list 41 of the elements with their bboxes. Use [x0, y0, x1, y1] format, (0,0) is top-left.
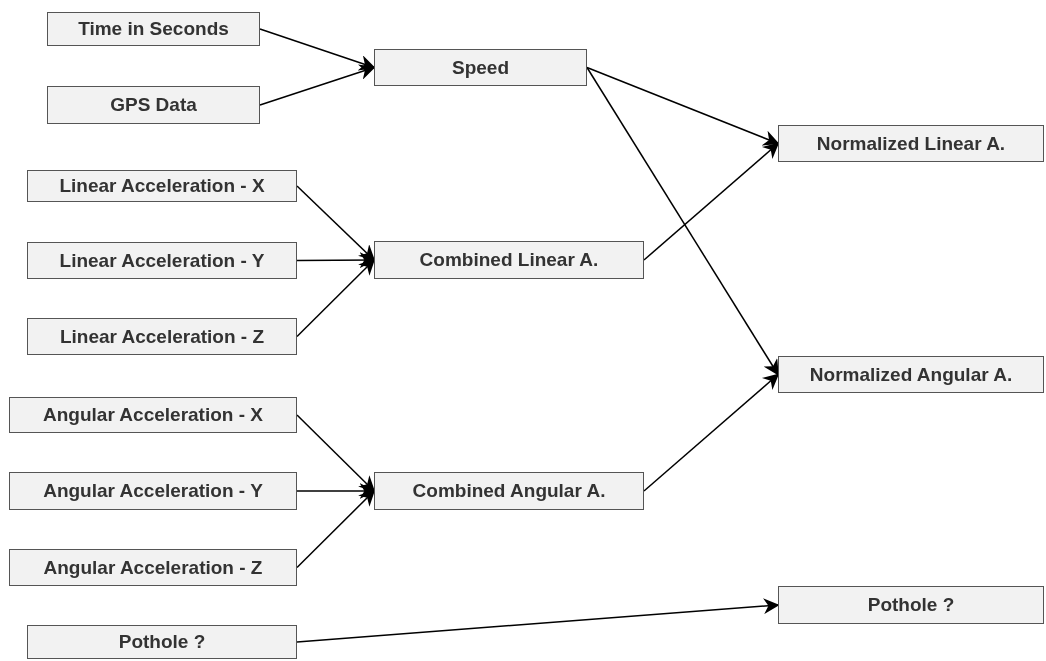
box-label: Linear Acceleration - Z — [59, 325, 265, 348]
arrow — [643, 373, 780, 492]
process-box — [47, 12, 260, 46]
process-box — [374, 49, 587, 86]
box-label: Linear Acceleration - Y — [59, 249, 265, 272]
process-box — [27, 170, 297, 202]
arrow — [296, 258, 376, 338]
process-box — [27, 318, 297, 355]
box-label: Pothole ? — [867, 594, 955, 616]
arrow — [296, 414, 376, 493]
process-box — [9, 397, 297, 433]
box-label: Pothole ? — [118, 631, 206, 653]
process-box — [9, 472, 297, 510]
arrow — [296, 489, 376, 569]
arrow — [296, 598, 780, 643]
arrow — [296, 185, 376, 262]
process-box — [778, 356, 1044, 393]
box-label: Combined Angular A. — [412, 480, 606, 502]
box-label: Normalized Angular A. — [809, 363, 1013, 386]
arrow — [259, 64, 376, 106]
process-box — [47, 86, 260, 124]
process-box — [374, 241, 644, 279]
arrow — [259, 28, 376, 71]
box-label: Time in Seconds — [78, 18, 229, 40]
process-box — [27, 242, 297, 279]
box-label: Linear Acceleration - X — [59, 175, 265, 197]
arrow — [586, 66, 779, 376]
arrow — [586, 66, 780, 146]
box-label: Angular Acceleration - Z — [43, 556, 263, 579]
process-box — [9, 549, 297, 586]
process-box — [27, 625, 297, 659]
process-box — [778, 125, 1044, 162]
process-box — [778, 586, 1044, 624]
box-label: Angular Acceleration - X — [43, 404, 263, 426]
box-label: Combined Linear A. — [419, 249, 599, 271]
process-box — [374, 472, 644, 510]
arrow — [643, 142, 780, 261]
box-label: Normalized Linear A. — [816, 132, 1006, 155]
box-label: Speed — [452, 56, 509, 79]
box-label: Angular Acceleration - Y — [43, 480, 263, 502]
box-label: GPS Data — [110, 94, 197, 116]
